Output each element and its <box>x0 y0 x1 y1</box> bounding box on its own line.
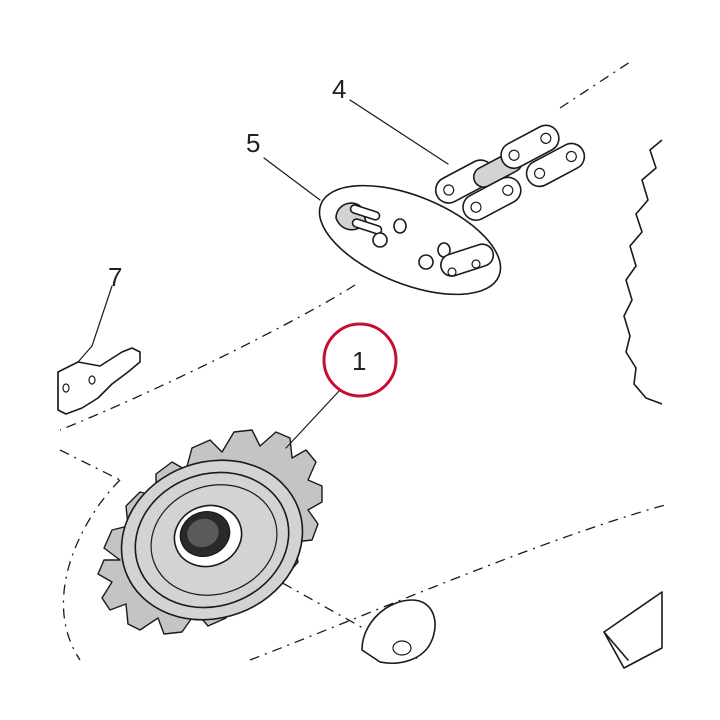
part-5-master-link-kit[interactable] <box>305 163 516 317</box>
leader-lines <box>77 99 449 449</box>
callout-1[interactable]: 1 <box>352 346 366 376</box>
highlight-ring <box>322 322 398 398</box>
callout-5[interactable]: 5 <box>246 128 260 158</box>
part-4-chain[interactable] <box>431 114 589 232</box>
callout-4[interactable]: 4 <box>332 74 346 104</box>
frame-fragment-bottom-right <box>603 591 663 669</box>
callout-7[interactable]: 7 <box>108 262 122 292</box>
chain-path-dashed-lines <box>59 61 666 661</box>
part-7-bracket[interactable] <box>57 347 141 415</box>
rear-sprocket-fragment <box>623 139 663 405</box>
part-1-front-sprocket[interactable] <box>97 429 325 645</box>
washer-plate <box>361 599 436 664</box>
